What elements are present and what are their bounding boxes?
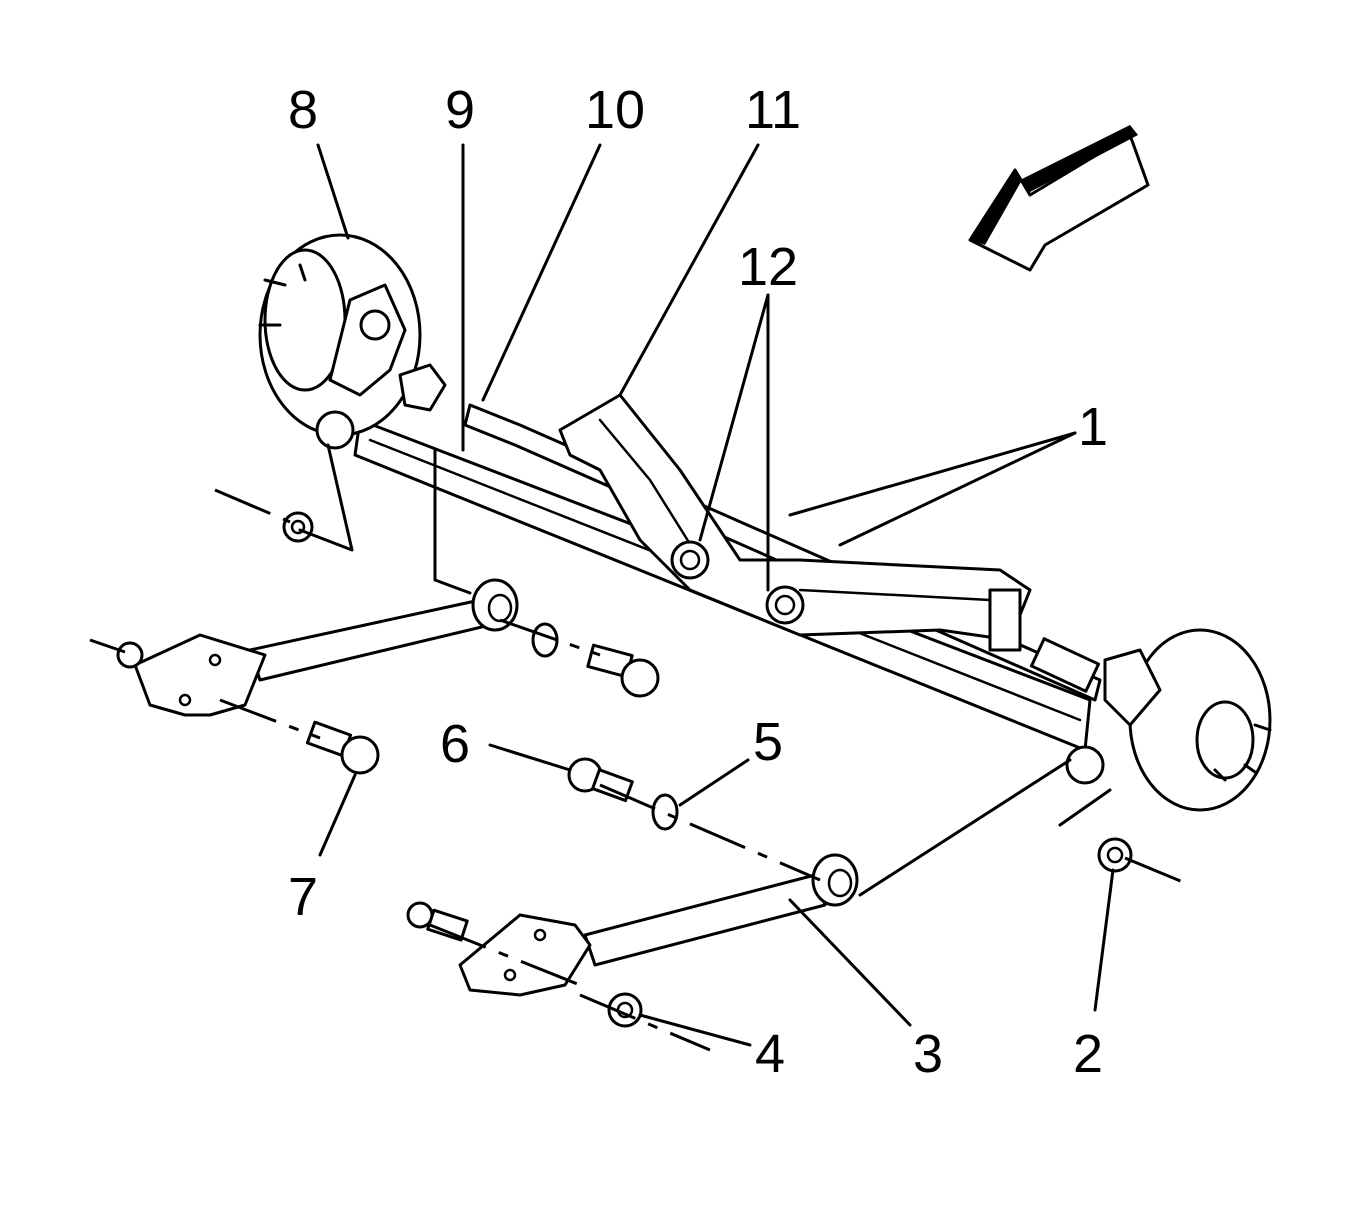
leader-lines — [298, 143, 1115, 1047]
callout-5: 5 — [753, 712, 783, 772]
bracket-bolt-rear — [765, 585, 805, 625]
stabilizer-bracket — [558, 393, 1032, 652]
bolt-6 — [567, 757, 634, 803]
callout-12: 12 — [738, 237, 798, 297]
washer-left — [531, 622, 559, 658]
callout-1: 1 — [1078, 397, 1108, 457]
control-arm-left — [133, 578, 519, 717]
bracket-bolt-front — [670, 540, 710, 580]
callout-2: 2 — [1073, 1024, 1103, 1084]
track-bar — [463, 403, 1102, 702]
control-arm-right — [458, 853, 859, 997]
brake-rotor-right — [1065, 628, 1272, 812]
callout-11: 11 — [745, 80, 801, 140]
centerlines — [89, 488, 1191, 1052]
callout-6: 6 — [440, 714, 470, 774]
front-direction-arrow-icon — [968, 125, 1150, 272]
brake-drum-left — [258, 233, 447, 450]
bolt-7 — [305, 720, 380, 775]
nut-2 — [1097, 837, 1133, 873]
washer-5 — [651, 793, 679, 831]
callout-labels: 8 9 10 11 12 1 6 5 7 4 3 2 — [288, 80, 1108, 1084]
callout-10: 10 — [585, 80, 645, 140]
bolt-right-arm — [406, 901, 469, 942]
callout-8: 8 — [288, 80, 318, 140]
bolt-left-arm — [586, 643, 660, 698]
nut-left-arm — [116, 641, 144, 669]
callout-3: 3 — [913, 1024, 943, 1084]
nut-left-upper — [282, 511, 314, 543]
callout-7: 7 — [288, 867, 318, 927]
callout-4: 4 — [755, 1024, 785, 1084]
callout-9: 9 — [445, 80, 475, 140]
